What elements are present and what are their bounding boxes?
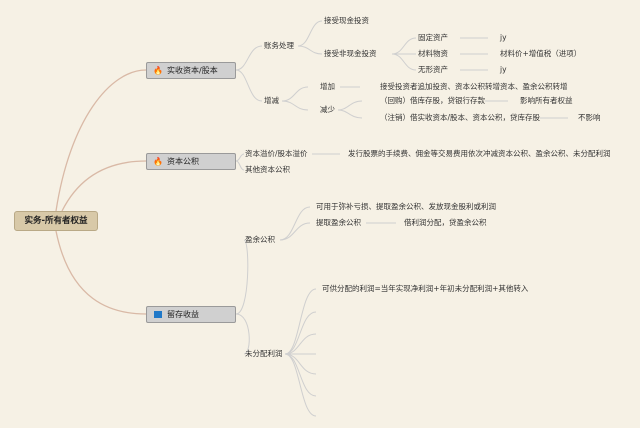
fire-icon: 🔥 (153, 157, 163, 166)
flag-icon (154, 311, 162, 318)
node-share-premium[interactable]: 资本溢价/股本溢价 (245, 149, 308, 158)
node-surplus-reserve[interactable]: 盈余公积 (245, 235, 275, 244)
root-node[interactable]: 实务-所有者权益 (14, 211, 98, 231)
node-surplus-draw[interactable]: 提取盈余公积 (316, 218, 361, 227)
node-surplus-entry[interactable]: 借利润分配，贷盈余公积 (404, 218, 487, 227)
topic-label: 实收资本/股本 (167, 66, 218, 75)
connector-root-paidin (55, 69, 147, 212)
node-accounting[interactable]: 账务处理 (264, 41, 294, 50)
node-premium-desc[interactable]: 发行股票的手续费、佣金等交易费用依次冲减资本公积、盈余公积、未分配利润 (348, 149, 611, 158)
node-materials[interactable]: 材料物资 (418, 49, 448, 58)
topic-capital-reserve[interactable]: 🔥 资本公积 (146, 153, 236, 170)
node-cash-investment[interactable]: 接受现金投资 (324, 16, 369, 25)
node-increase[interactable]: 增加 (320, 82, 335, 91)
connector-paidin-accounting (235, 45, 263, 71)
node-intangibles-value[interactable]: jy (500, 65, 507, 74)
fire-icon: 🔥 (153, 66, 163, 75)
node-undistributed-profit[interactable]: 未分配利润 (245, 349, 283, 358)
node-cancel[interactable]: （注销）借实收资本/股本、资本公积，贷库存股 (380, 113, 541, 122)
topic-label: 资本公积 (167, 157, 199, 166)
node-increase-desc[interactable]: 接受投资者追加投资、资本公积转增资本、盈余公积转增 (380, 82, 568, 91)
node-fixed-value[interactable]: jy (500, 33, 507, 42)
node-other-capital-reserve[interactable]: 其他资本公积 (245, 165, 290, 174)
node-buyback-effect[interactable]: 影响所有者权益 (520, 96, 573, 105)
node-distributable-profit[interactable]: 可供分配的利润=当年实现净利润+年初未分配利润+其他转入 (322, 284, 529, 293)
topic-retained-earnings[interactable]: 留存收益 (146, 306, 236, 323)
connector-paidin-change (235, 69, 263, 102)
node-fixed-assets[interactable]: 固定资产 (418, 33, 448, 42)
node-decrease[interactable]: 减少 (320, 105, 335, 114)
node-cancel-effect[interactable]: 不影响 (578, 113, 601, 122)
node-surplus-use[interactable]: 可用于弥补亏损、提取盈余公积、发放现金股利或利润 (316, 202, 496, 211)
topic-label: 留存收益 (167, 310, 199, 319)
connector-root-retained (55, 230, 147, 315)
node-noncash-investment[interactable]: 接受非现金投资 (324, 49, 377, 58)
node-change[interactable]: 增减 (264, 96, 279, 105)
topic-paid-in-capital[interactable]: 🔥 实收资本/股本 (146, 62, 236, 79)
node-materials-value[interactable]: 材料价+增值税（进项） (500, 49, 582, 58)
connector-root-capital (61, 160, 147, 212)
node-buyback[interactable]: （回购）借库存股，贷银行存款 (380, 96, 485, 105)
node-intangibles[interactable]: 无形资产 (418, 65, 448, 74)
